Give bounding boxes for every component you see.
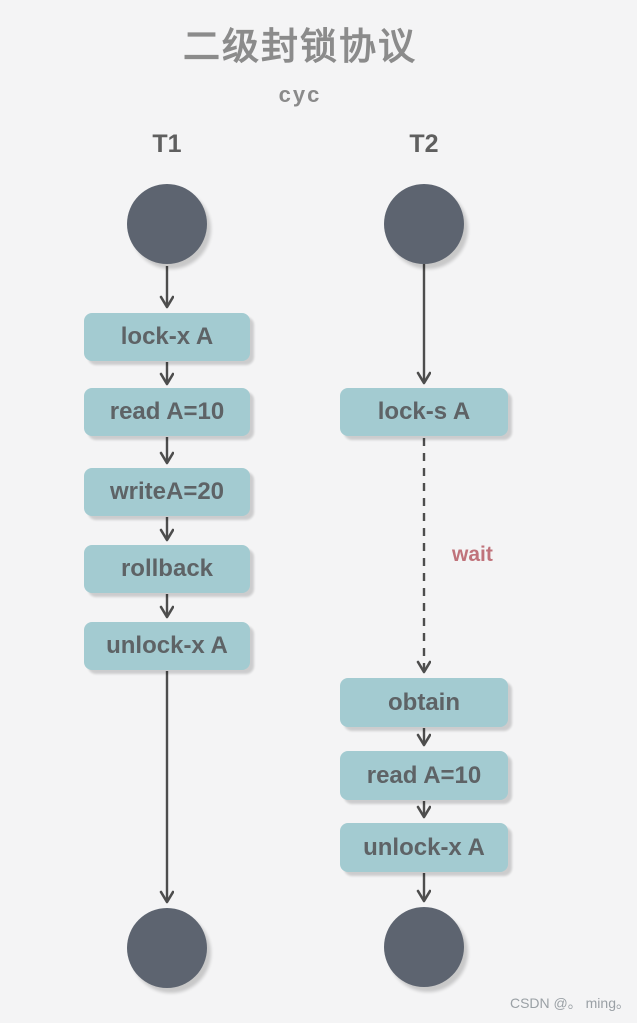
diagram-title: 二级封锁协议 [183, 26, 417, 67]
t1-step-unlock-x-a: unlock-x A [84, 622, 250, 670]
wait-annotation: wait [452, 543, 493, 566]
t2-start-node [384, 184, 464, 264]
t2-step-read-a-10: read A=10 [340, 751, 508, 800]
t1-step-read-a-10: read A=10 [84, 388, 250, 436]
t1-start-node [127, 184, 207, 264]
lane-label-t1: T1 [152, 130, 182, 158]
t1-step-lock-x-a: lock-x A [84, 313, 250, 361]
t1-step-write-a-20: writeA=20 [84, 468, 250, 516]
t2-step-unlock-x-a: unlock-x A [340, 823, 508, 872]
diagram-subtitle: cyc [278, 82, 322, 107]
t2-step-obtain: obtain [340, 678, 508, 727]
lane-label-t2: T2 [409, 130, 439, 158]
csdn-watermark: CSDN @。 ming。 [509, 995, 630, 1011]
t2-step-lock-s-a: lock-s A [340, 388, 508, 436]
t1-end-node [127, 908, 207, 988]
t2-end-node [384, 907, 464, 987]
t1-step-rollback: rollback [84, 545, 250, 593]
